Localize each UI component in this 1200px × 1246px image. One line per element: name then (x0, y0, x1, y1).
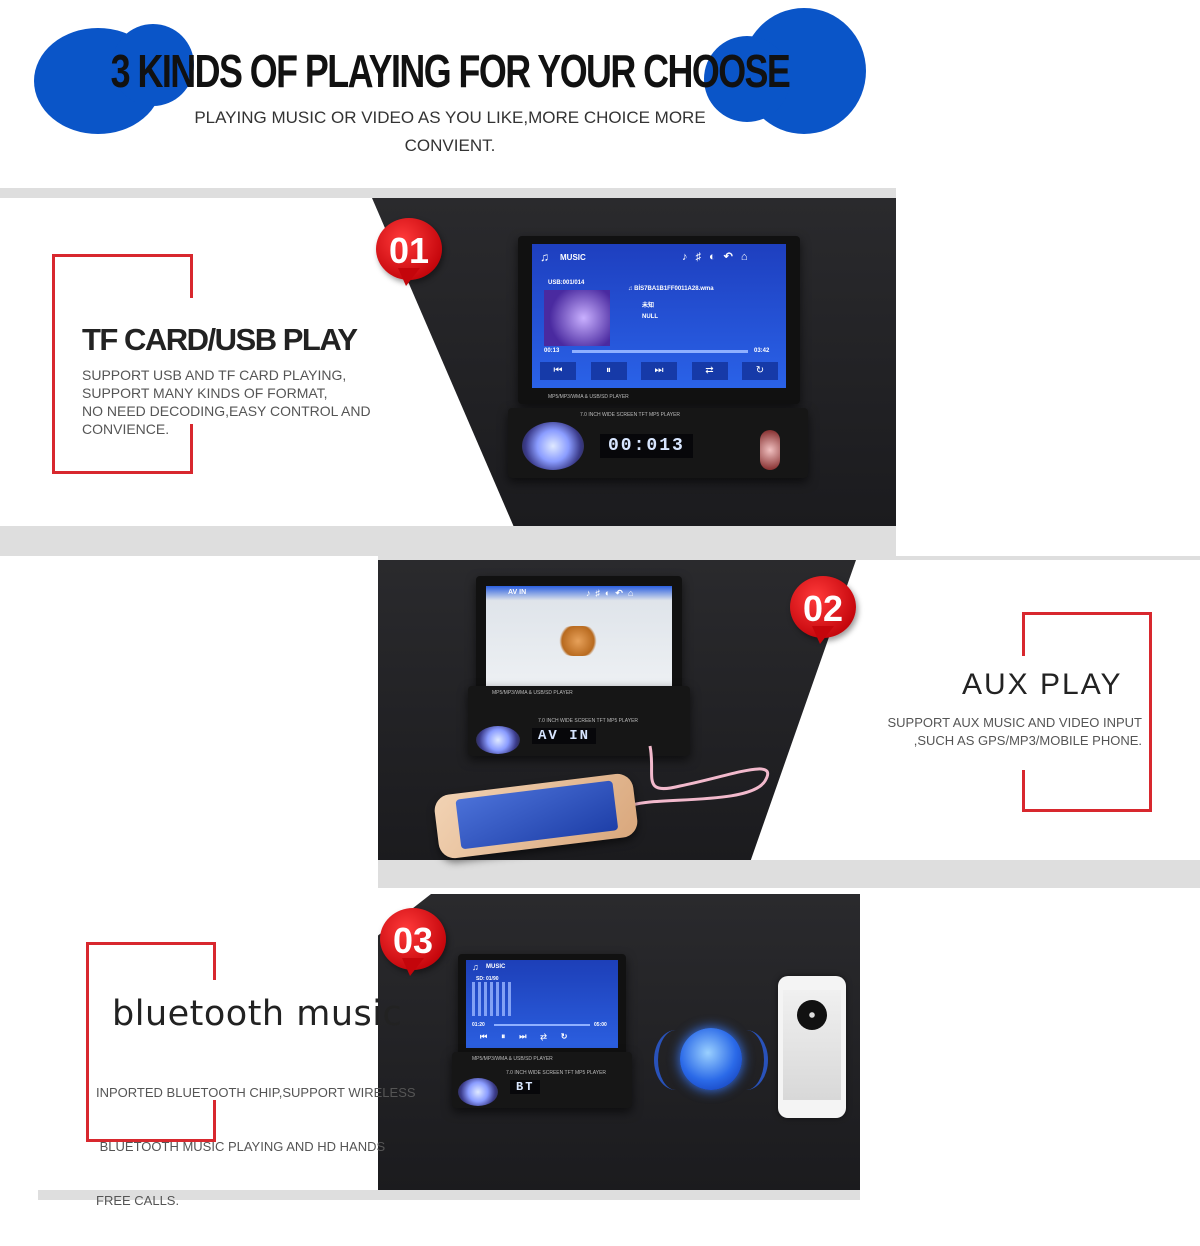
section-01-band-bottom (0, 526, 896, 556)
bluetooth-phone (778, 976, 846, 1118)
av-in-label: AV IN (508, 589, 527, 596)
previous-icon: ⏮ (540, 362, 576, 380)
header: 3 KINDS OF PLAYING FOR YOUR CHOOSE PLAYI… (0, 0, 1200, 180)
progress-bar-03 (494, 1024, 590, 1026)
car-stereo-01-faceplate: 7.0 INCH WIDE SCREEN TFT MP5 PLAYER 00:0… (508, 408, 808, 478)
feature-03-number-badge: 03 (376, 908, 450, 982)
bluetooth-signal-left (654, 1030, 698, 1090)
volume-knob-03 (458, 1078, 498, 1106)
bluetooth-signal-right (724, 1030, 768, 1090)
feature-03-description: INPORTED BLUETOOTH CHIP,SUPPORT WIRELESS… (96, 1085, 416, 1208)
right-blue-blob-small (704, 36, 790, 122)
feature-01-title: TF CARD/USB PLAY (82, 322, 358, 357)
vinyl-disc-icon (797, 1000, 827, 1030)
playback-controls-03: ⏮⏸⏭⇄↻ (480, 1032, 582, 1041)
section-03-bracket-right-top (213, 942, 216, 980)
car-stereo-03-faceplate: MP5/MP3/WMA & USB/SD PLAYER 7.0 INCH WID… (452, 1052, 632, 1108)
bracket-right-bottom (190, 424, 193, 471)
stereo-02-screen: AV IN ♪♯◐↶⌂ (486, 586, 672, 690)
screen-time-total-03: 05:00 (594, 1022, 607, 1028)
music-note-icon-03: ♫ (472, 962, 479, 972)
section-03-bracket-left (86, 942, 89, 1142)
stereo-03-lcd: BT (510, 1080, 541, 1094)
smartphone-screen (455, 780, 619, 850)
screen-app-label: MUSIC (560, 253, 586, 262)
page-title: 3 KINDS OF PLAYING FOR YOUR CHOOSE (110, 45, 791, 97)
stereo-02-lcd: AV IN (532, 728, 597, 744)
screen-artist: 未知 (642, 303, 655, 309)
stereo-03-panel-label: 7.0 INCH WIDE SCREEN TFT MP5 PLAYER (506, 1070, 607, 1076)
section-02-bracket-bottom (1022, 809, 1152, 812)
section-01-bracket (52, 254, 193, 474)
bluetooth-orb (680, 1028, 742, 1090)
screen-time-elapsed: 00:13 (544, 348, 560, 354)
bluetooth-phone-screen (783, 990, 841, 1100)
loop-icon: ↻ (742, 362, 778, 380)
stereo-01-panel-label: 7.0 INCH WIDE SCREEN TFT MP5 PLAYER (580, 412, 681, 418)
feature-03-title: bluetooth music (112, 994, 403, 1034)
feature-03-number: 03 (392, 920, 434, 961)
section-03-bracket-right-bottom (213, 1100, 216, 1142)
feature-section-01: TF CARD/USB PLAY SUPPORT USB AND TF CARD… (0, 188, 1200, 558)
screen-app-label-03: MUSIC (486, 964, 506, 970)
section-03-bracket-bottom (86, 1139, 216, 1142)
feature-02-number-badge: 02 (786, 576, 860, 650)
next-icon: ⏭ (641, 362, 677, 380)
equalizer-art (472, 982, 512, 1016)
section-03-band-bottom (38, 1190, 860, 1200)
pause-icon: ⏸ (590, 362, 627, 380)
video-figure (556, 626, 600, 656)
repeat-icon: ⇄ (691, 362, 728, 380)
section-02-bracket-left-bottom (1022, 770, 1025, 812)
stereo-01-lcd: 00:013 (600, 434, 693, 458)
subtitle-line-2: CONVIENT. (404, 136, 496, 155)
feature-02-description: SUPPORT AUX MUSIC AND VIDEO INPUT ,SUCH … (887, 715, 1142, 748)
section-02-band-bottom (378, 860, 1200, 888)
section-02-band-top (378, 556, 1200, 560)
music-note-icon: ♫ (540, 250, 549, 264)
playback-controls: ⏮ ⏸ ⏭ ⇄ ↻ (540, 362, 778, 382)
stereo-01-format-label: MP5/MP3/WMA & USB/SD PLAYER (548, 394, 629, 400)
left-blue-blob-small (112, 24, 194, 106)
page-subtitle: PLAYING MUSIC OR VIDEO AS YOU LIKE,MORE … (150, 104, 750, 160)
feature-01-number-badge: 01 (372, 218, 446, 292)
album-art (544, 290, 610, 346)
feature-02-number: 02 (802, 588, 844, 629)
progress-bar (572, 350, 748, 353)
screen-time-total: 03:42 (754, 348, 770, 354)
stereo-02-format-label: MP5/MP3/WMA & USB/SD PLAYER (492, 690, 573, 696)
section-01-band (0, 188, 896, 198)
screen-track-count: USB:001/014 (548, 280, 585, 286)
feature-02-title: AUX PLAY (962, 668, 1123, 701)
stereo-02-panel-label: 7.0 INCH WIDE SCREEN TFT MP5 PLAYER (538, 718, 639, 724)
aux-cable (629, 745, 769, 808)
section-02-bracket-top (1022, 612, 1152, 615)
car-stereo-02: AV IN ♪♯◐↶⌂ (476, 576, 682, 702)
feature-01-description: SUPPORT USB AND TF CARD PLAYING, SUPPORT… (82, 367, 371, 437)
feature-01-number: 01 (388, 230, 430, 271)
section-03-bracket-top (86, 942, 216, 945)
car-stereo-02-faceplate: MP5/MP3/WMA & USB/SD PLAYER 7.0 INCH WID… (468, 686, 690, 756)
section-02-bracket-right (1149, 612, 1152, 812)
screen-toolbar-icons: ♪♯◐↶⌂ (682, 251, 756, 263)
screen-file-name: ♫ BİS7BA1B1FF0011A28.wma (628, 286, 714, 292)
stereo-01-screen: ♫ MUSIC ♪♯◐↶⌂ USB:001/014 ♫ BİS7BA1B1FF0… (532, 244, 786, 388)
screen-track-count-03: SD: 01/90 (476, 976, 499, 982)
feature-section-03: 03 bluetooth music INPORTED BLUETOOTH CH… (0, 888, 1200, 1208)
section-02-bracket-left-top (1022, 612, 1025, 656)
stereo-03-format-label: MP5/MP3/WMA & USB/SD PLAYER (472, 1056, 553, 1062)
car-stereo-03: ♫ MUSIC SD: 01/90 01:20 05:00 ⏮⏸⏭⇄↻ (458, 954, 626, 1056)
volume-knob-02 (476, 726, 520, 754)
usb-port-icon (760, 430, 780, 470)
car-stereo-01: ♫ MUSIC ♪♯◐↶⌂ USB:001/014 ♫ BİS7BA1B1FF0… (518, 236, 800, 404)
feature-section-02: 02 AUX PLAY SUPPORT AUX MUSIC AND VIDEO … (0, 556, 1200, 892)
stereo-03-screen: ♫ MUSIC SD: 01/90 01:20 05:00 ⏮⏸⏭⇄↻ (466, 960, 618, 1048)
screen-time-elapsed-03: 01:20 (472, 1022, 485, 1028)
volume-knob-01 (522, 422, 584, 470)
subtitle-line-1: PLAYING MUSIC OR VIDEO AS YOU LIKE,MORE … (194, 108, 706, 127)
screen-album: NULL (642, 314, 658, 320)
screen-toolbar-icons-02: ♪♯◐↶⌂ (586, 588, 639, 598)
bracket-right-top (190, 254, 193, 298)
